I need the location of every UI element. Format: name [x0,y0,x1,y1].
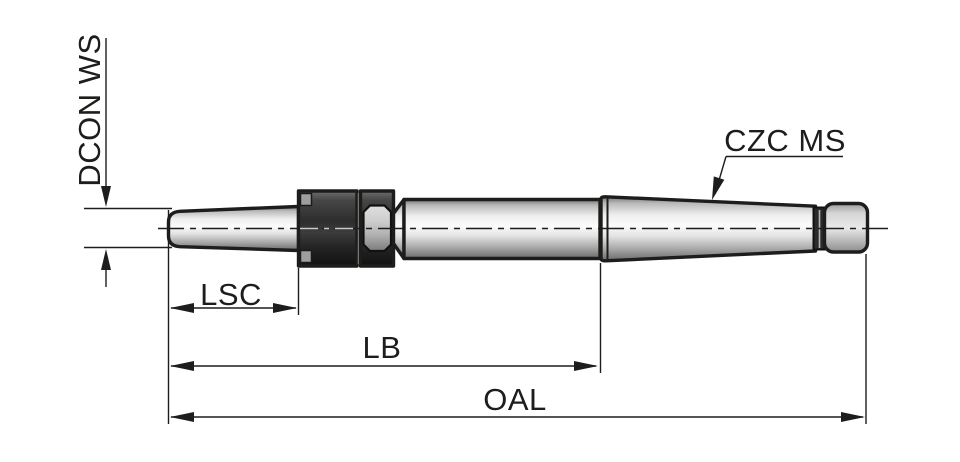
arrowhead-right [574,361,598,371]
arrowhead-up [101,249,111,270]
arrowhead-leader [712,176,725,200]
collar-corner-notch-top [299,192,313,207]
dimension-oal: OAL [170,254,867,424]
label-dcon-ws: DCON WS [72,33,107,186]
label-lsc: LSC [200,277,262,312]
arrowhead-left [170,412,194,422]
callout-czc-ms: CZC MS [712,123,846,200]
arrowhead-left [170,303,194,313]
label-czc-ms: CZC MS [724,123,846,158]
collar-corner-notch-bottom [299,249,313,264]
label-lb: LB [363,330,402,365]
arrowhead-right [841,412,865,422]
label-oal: OAL [483,382,547,417]
hex-nut [362,204,393,253]
arrowhead-left [170,361,194,371]
arrowhead-down [101,186,111,207]
dimension-lsc: LSC [170,268,300,315]
dimension-lb: LB [170,263,602,373]
dimension-dcon-ws: DCON WS [72,33,172,287]
arrowhead-right [273,303,297,313]
